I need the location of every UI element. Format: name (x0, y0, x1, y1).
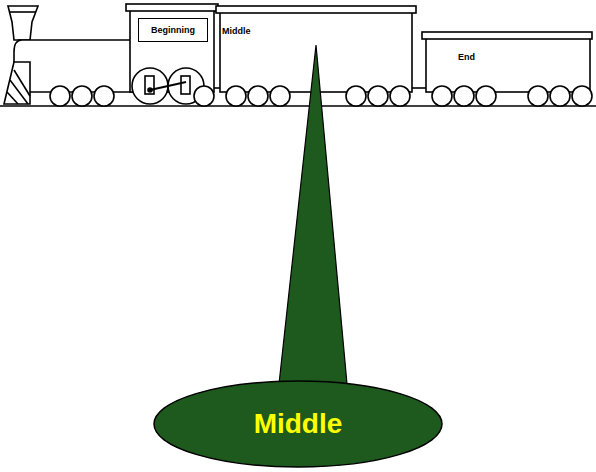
callout-ellipse: Middle (153, 380, 443, 468)
driving-wheel (132, 68, 168, 104)
end-car (426, 38, 590, 92)
car-roof (216, 6, 416, 13)
node-label: Middle (254, 408, 343, 440)
car-label: End (428, 42, 588, 68)
node-label: Middle (222, 26, 251, 36)
car-label: Middle (222, 14, 410, 45)
cowcatcher (4, 62, 30, 104)
cab-roof (126, 4, 218, 11)
boiler (14, 40, 132, 92)
node-label: End (458, 52, 475, 62)
car-roof (422, 32, 592, 39)
cab-window-label: Beginning (138, 18, 208, 42)
callout-pointer (279, 45, 347, 384)
smokestack (8, 6, 38, 40)
track-line (0, 105, 596, 107)
node-label: Beginning (151, 25, 195, 35)
